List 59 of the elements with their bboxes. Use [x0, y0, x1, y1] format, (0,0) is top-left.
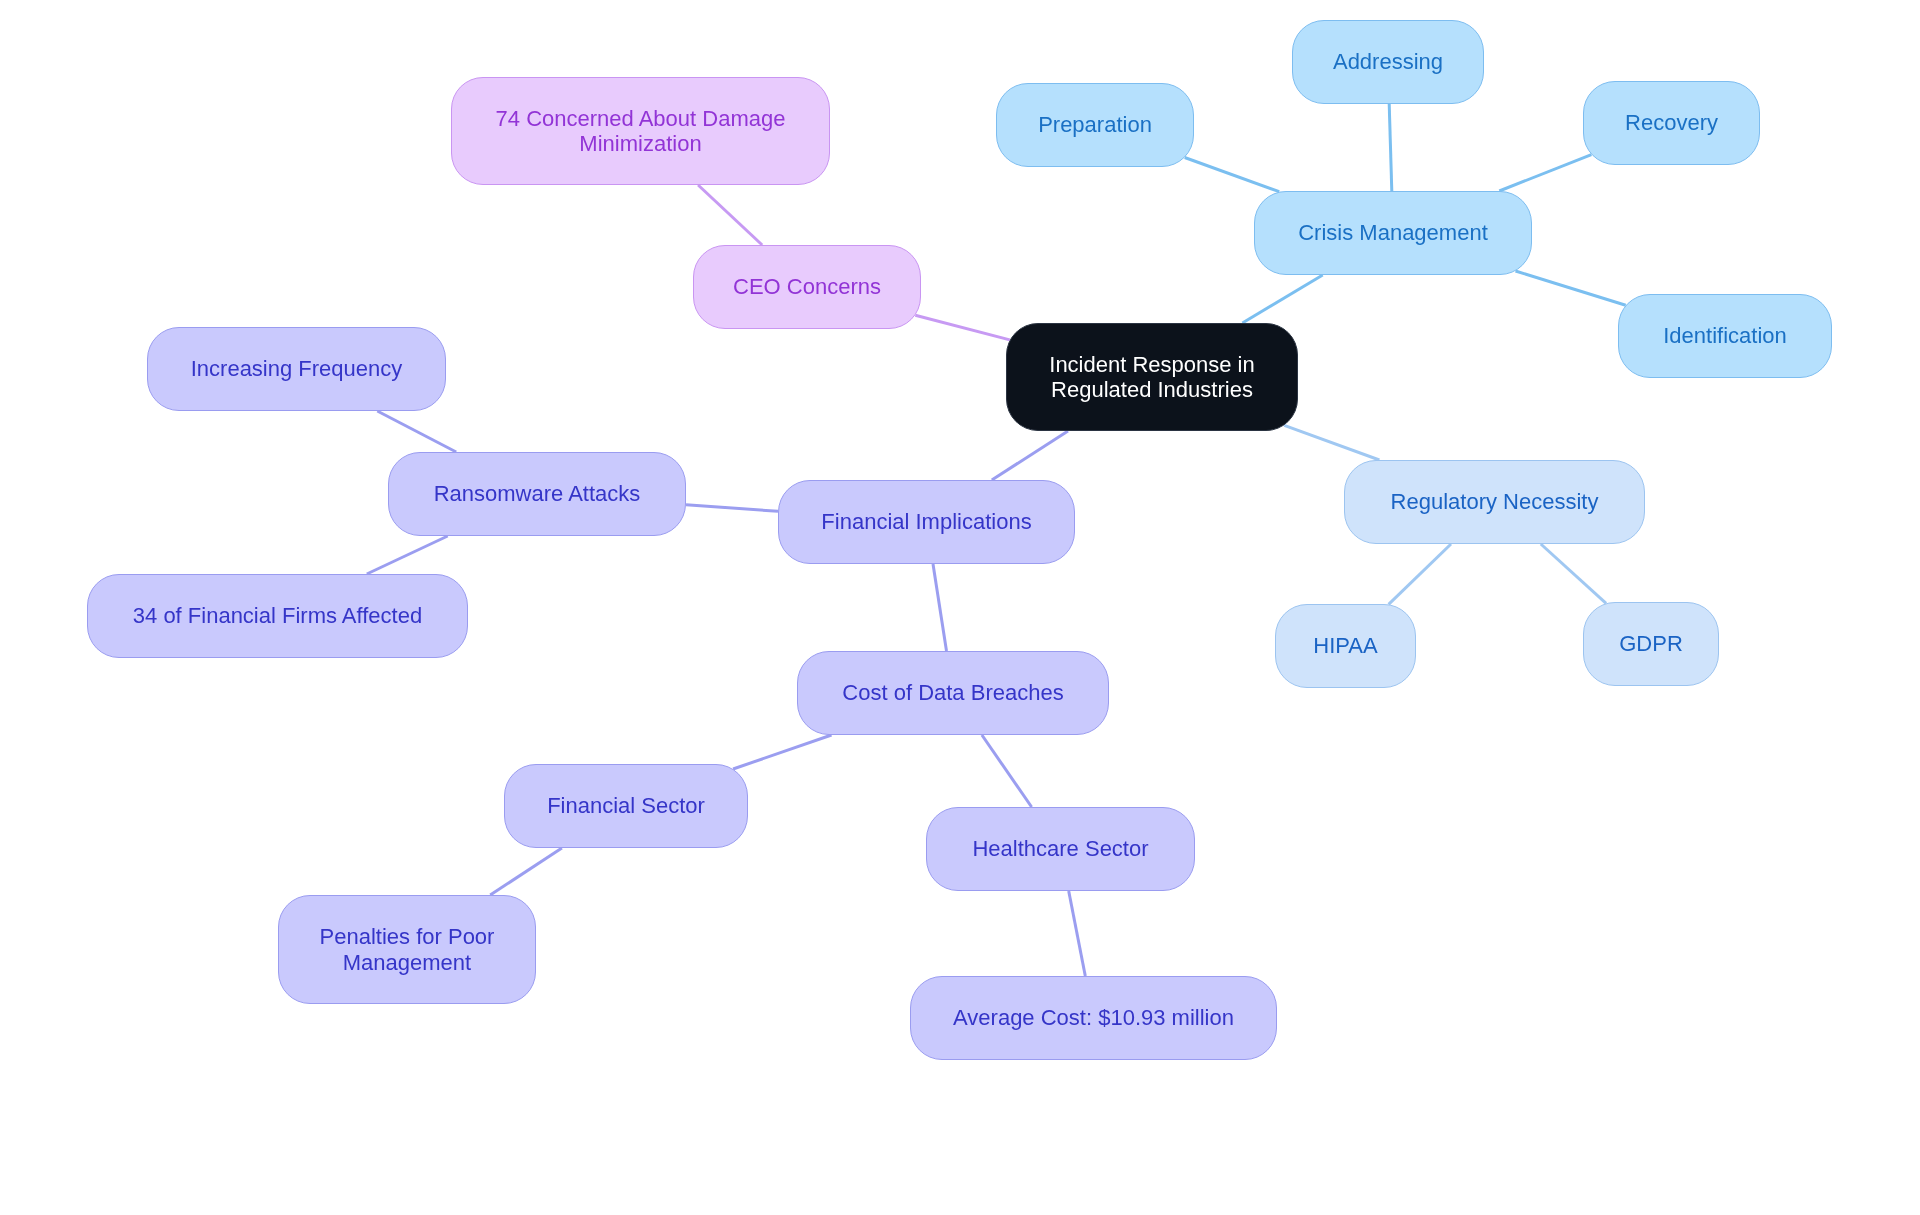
topic-label: Increasing Frequency [190, 356, 403, 382]
topic-box [388, 452, 686, 536]
topic-label: Ransomware Attacks [433, 481, 641, 507]
topic-box [147, 327, 446, 411]
topic-box [926, 807, 1195, 891]
topic-label: Healthcare Sector [972, 836, 1149, 862]
topic-label: Incident Response in Regulated Industries [1048, 351, 1256, 403]
topic-label: Preparation [1038, 112, 1152, 138]
connector-line [1387, 542, 1453, 606]
central-topic-box [1006, 323, 1298, 431]
topic-label: GDPR [1619, 631, 1683, 657]
connector-line [732, 733, 832, 771]
connector-line [366, 534, 449, 576]
topic-box [451, 77, 830, 185]
connector-line [376, 409, 457, 454]
connector-line [1387, 103, 1394, 192]
topic-label: Recovery [1625, 110, 1718, 136]
topic-box [1275, 604, 1416, 688]
topic-label: Regulatory Necessity [1390, 489, 1599, 515]
connector-line [980, 734, 1033, 808]
connector-line [1067, 890, 1087, 977]
connector-line [1283, 423, 1380, 462]
connector-line [1184, 156, 1280, 194]
topic-label: Financial Sector [547, 793, 705, 819]
connector-line [1539, 542, 1608, 605]
connector-line [991, 429, 1069, 482]
connector-line [489, 846, 563, 897]
connector-line [931, 563, 948, 652]
topic-label: Addressing [1332, 49, 1444, 75]
topic-box [1618, 294, 1832, 378]
connector-line [1498, 153, 1592, 193]
topic-label: Cost of Data Breaches [842, 680, 1064, 706]
topic-box [797, 651, 1109, 735]
topic-box [996, 83, 1194, 167]
topic-box [1344, 460, 1645, 544]
topic-label: Crisis Management [1298, 220, 1488, 246]
connector-line [1241, 273, 1324, 325]
topic-box [693, 245, 921, 329]
topic-label: Penalties for Poor Management [318, 924, 496, 975]
connector-line [1515, 269, 1627, 307]
connector-line [697, 183, 764, 247]
topic-box [778, 480, 1075, 564]
topic-label: CEO Concerns [733, 274, 881, 300]
topic-box [278, 895, 536, 1004]
connector-line [685, 503, 779, 513]
topic-box [910, 976, 1277, 1060]
topic-box [504, 764, 748, 848]
topic-box [1583, 602, 1719, 686]
topic-box [1583, 81, 1760, 165]
topic-label: Financial Implications [821, 509, 1032, 535]
topic-box [87, 574, 468, 658]
topic-label: Average Cost: $10.93 million [953, 1005, 1234, 1031]
topic-label: Identification [1663, 323, 1787, 349]
topic-label: 34 of Financial Firms Affected [132, 603, 423, 629]
topic-label: HIPAA [1313, 633, 1378, 659]
connector-line [914, 313, 1011, 342]
topic-label: 74 Concerned About Damage Minimization [494, 105, 787, 157]
topic-box [1254, 191, 1532, 275]
topic-box [1292, 20, 1484, 104]
